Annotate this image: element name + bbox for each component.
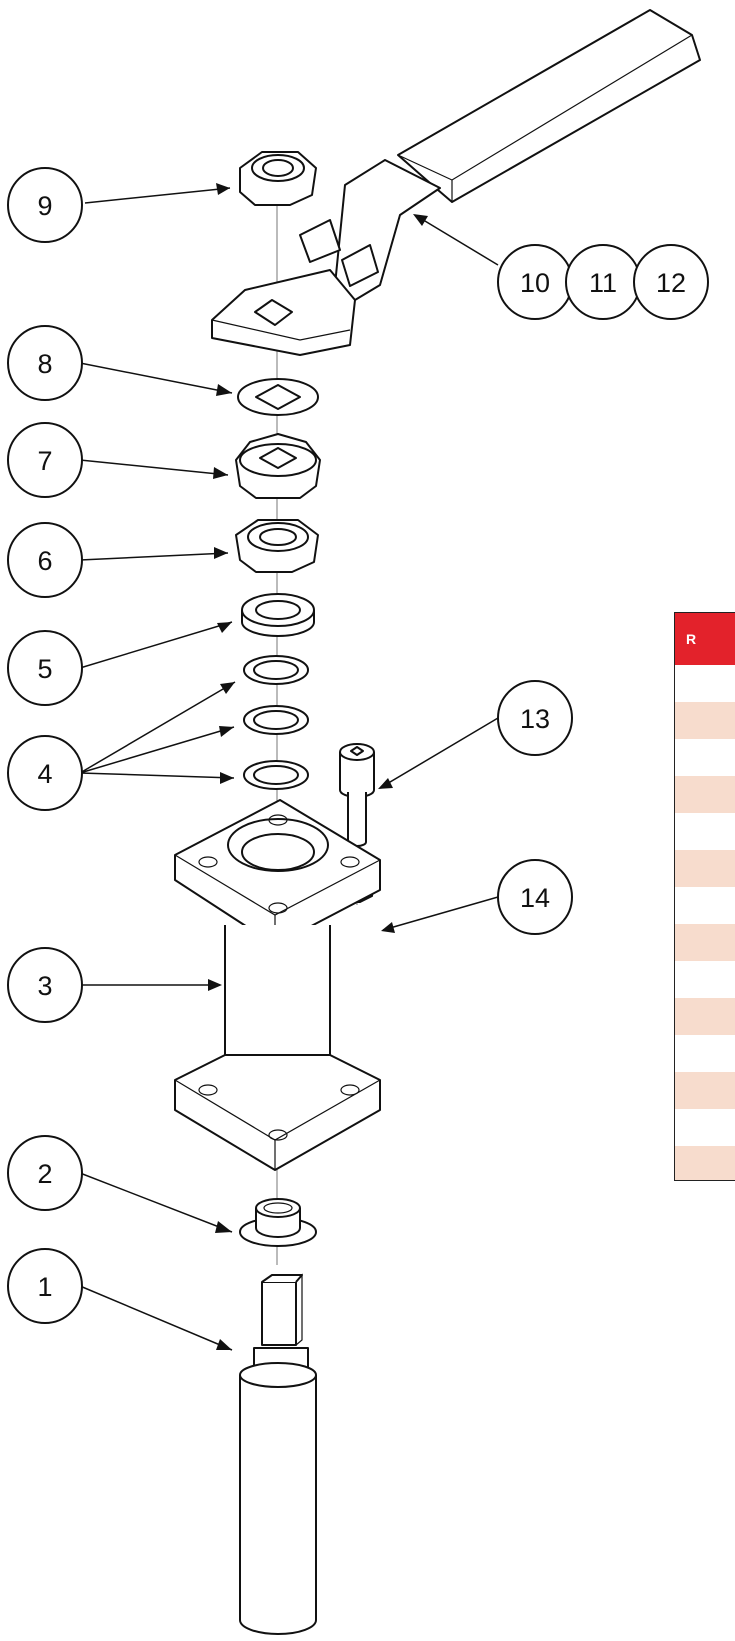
callout-label-2: 2 bbox=[37, 1159, 52, 1189]
washer-part bbox=[237, 378, 319, 416]
table-row bbox=[675, 1035, 735, 1072]
lock-nut-part bbox=[235, 519, 319, 573]
callout-label-3: 3 bbox=[37, 971, 52, 1001]
callout-label-4: 4 bbox=[37, 759, 52, 789]
table-row bbox=[675, 813, 735, 850]
callout-label-7: 7 bbox=[37, 446, 52, 476]
callout-circle-6 bbox=[7, 522, 83, 598]
table-row bbox=[675, 887, 735, 924]
table-row bbox=[675, 850, 735, 887]
callout-label-6: 6 bbox=[37, 546, 52, 576]
callout-circle-5 bbox=[7, 630, 83, 706]
callout-label-12: 12 bbox=[656, 268, 686, 298]
table-row bbox=[675, 776, 735, 813]
housing-part bbox=[174, 799, 381, 1171]
table-row bbox=[675, 1146, 735, 1180]
table-row bbox=[675, 702, 735, 739]
hex-nut-part bbox=[239, 151, 317, 206]
callout-label-10: 10 bbox=[520, 268, 550, 298]
callout-balloons: 9 8 7 6 5 4 3 2 1 10 11 12 13 14 bbox=[7, 167, 709, 1324]
arrowheads bbox=[208, 183, 428, 1350]
table-row bbox=[675, 739, 735, 776]
callout-circle-14 bbox=[497, 859, 573, 935]
callout-circle-7 bbox=[7, 422, 83, 498]
table-row bbox=[675, 665, 735, 702]
knurled-nut-part bbox=[235, 433, 321, 499]
callout-label-8: 8 bbox=[37, 349, 52, 379]
callout-circle-9 bbox=[7, 167, 83, 243]
bushing-ring-part bbox=[241, 593, 315, 637]
callout-circle-3 bbox=[7, 947, 83, 1023]
callout-circle-13 bbox=[497, 680, 573, 756]
handle-part bbox=[211, 9, 701, 356]
callout-label-11: 11 bbox=[589, 268, 617, 298]
callout-circle-2 bbox=[7, 1135, 83, 1211]
cap-screw-part bbox=[339, 743, 375, 847]
table-row bbox=[675, 924, 735, 961]
leader-lines bbox=[79, 187, 499, 1351]
callout-label-9: 9 bbox=[37, 191, 52, 221]
callout-circle-8 bbox=[7, 325, 83, 401]
callout-label-1: 1 bbox=[37, 1272, 52, 1302]
callout-circle-1 bbox=[7, 1248, 83, 1324]
table-row bbox=[675, 1109, 735, 1146]
callout-label-5: 5 bbox=[37, 654, 52, 684]
flanged-bushing-part bbox=[239, 1198, 317, 1247]
callout-label-13: 13 bbox=[520, 704, 550, 734]
callout-label-14: 14 bbox=[520, 883, 550, 913]
callout-circle-12 bbox=[633, 244, 709, 320]
parts-table-rows bbox=[675, 665, 735, 1180]
table-row bbox=[675, 1072, 735, 1109]
table-row bbox=[675, 998, 735, 1035]
callout-circle-4 bbox=[7, 735, 83, 811]
table-row bbox=[675, 961, 735, 998]
parts-table-header: R bbox=[675, 613, 735, 665]
parts-list-table: R bbox=[674, 612, 735, 1181]
stem-part bbox=[239, 1273, 317, 1635]
seal-rings-part bbox=[243, 655, 309, 790]
